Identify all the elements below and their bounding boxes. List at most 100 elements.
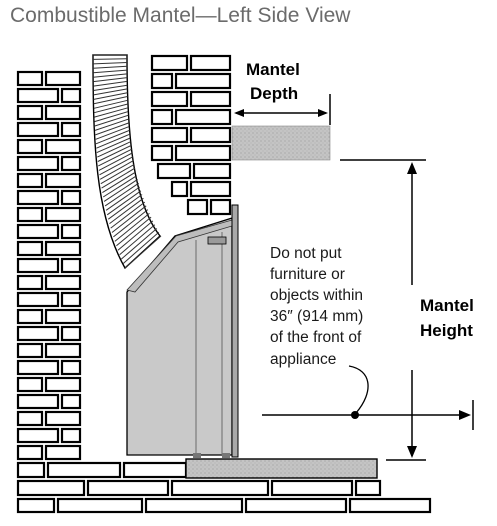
brick	[60, 257, 82, 274]
vent-pipe-rib	[98, 152, 133, 171]
brick	[16, 223, 60, 240]
brick	[174, 72, 232, 90]
brick	[60, 427, 82, 444]
vent-pipe-rib	[97, 145, 132, 162]
brick	[44, 342, 82, 359]
brick	[189, 126, 232, 144]
mantel-height-label-line2: Height	[420, 321, 473, 340]
vent-pipe-rib	[93, 69, 128, 74]
brick	[44, 444, 82, 461]
brick	[189, 180, 232, 198]
vent-pipe-rib	[113, 209, 149, 238]
clearance-note: Do not put furniture or objects within 3…	[270, 245, 363, 368]
brick	[44, 410, 82, 427]
brick	[16, 104, 44, 121]
brick	[86, 479, 170, 497]
vent-pipe-rib	[102, 171, 137, 194]
brick	[16, 342, 44, 359]
vent-pipe-rib	[96, 133, 130, 149]
brick	[244, 497, 348, 514]
brick	[150, 72, 174, 90]
brick	[16, 410, 44, 427]
brick	[16, 87, 60, 104]
vent-pipe-rib	[93, 88, 128, 96]
brick	[16, 291, 60, 308]
vent-pipe-rib	[117, 220, 154, 251]
brick	[354, 479, 382, 497]
brick	[16, 121, 60, 138]
vent-pipe-rib	[95, 126, 130, 140]
vent-pipe-rib	[124, 235, 162, 269]
brick	[44, 172, 82, 189]
brick	[16, 240, 44, 257]
vent-pipe-rib	[92, 58, 128, 60]
brick	[16, 427, 60, 444]
brick	[16, 189, 60, 206]
mantel-height-label-line1: Mantel	[420, 296, 474, 315]
brick	[60, 325, 82, 342]
vent-pipe-rib	[94, 111, 129, 123]
brick	[60, 393, 82, 410]
brick	[16, 155, 60, 172]
brick	[44, 138, 82, 155]
brick	[150, 126, 189, 144]
brick	[16, 393, 60, 410]
mantel-shelf	[231, 125, 331, 161]
brick	[144, 497, 244, 514]
brick	[16, 172, 44, 189]
note-leader-line	[348, 365, 369, 414]
vent-pipe-rib	[97, 141, 131, 158]
brick	[150, 54, 189, 72]
brick	[56, 497, 144, 514]
note-line-1: Do not put	[270, 245, 342, 262]
vent-pipe-rib	[114, 213, 150, 242]
brick	[16, 325, 60, 342]
brick	[189, 54, 232, 72]
mantel-depth-label-line2: Depth	[250, 84, 298, 103]
vent-pipe-rib	[105, 186, 140, 211]
brick	[60, 155, 82, 172]
vent-pipe-rib	[93, 73, 128, 78]
brick	[44, 308, 82, 325]
vent-pipe-rib	[94, 118, 129, 131]
vent-pipe	[92, 54, 162, 270]
note-line-2: furniture or	[270, 266, 345, 283]
vent-pipe-rib	[122, 231, 160, 264]
brick	[150, 144, 174, 162]
brick	[60, 359, 82, 376]
vent-pipe-rib	[102, 175, 137, 198]
brick	[60, 291, 82, 308]
brick	[60, 223, 82, 240]
brick	[192, 162, 232, 180]
vent-pipe-rib	[98, 148, 132, 167]
brick	[348, 497, 432, 514]
vent-pipe-rib	[106, 190, 142, 216]
brick	[16, 497, 56, 514]
vent-pipe-rib	[116, 216, 152, 247]
brick	[170, 479, 270, 497]
brick	[44, 206, 82, 223]
brick	[186, 198, 209, 216]
page-title: Combustible Mantel—Left Side View	[10, 4, 351, 27]
brick	[16, 206, 44, 223]
brick	[44, 70, 82, 87]
vent-pipe-rib	[108, 194, 143, 220]
vent-pipe-rib	[99, 156, 134, 176]
vent-pipe-rib	[93, 65, 128, 69]
brick	[46, 461, 122, 479]
note-line-3: objects within	[270, 287, 363, 304]
mantel-depth-dimension	[234, 94, 331, 125]
brick	[16, 257, 60, 274]
brick	[60, 121, 82, 138]
vent-pipe-rib	[93, 92, 128, 100]
vent-pipe-rib	[93, 84, 128, 91]
brick	[270, 479, 354, 497]
vent-pipe-rib	[99, 160, 134, 180]
vent-pipe-rib	[101, 167, 136, 189]
vent-pipe-rib	[94, 114, 129, 127]
brick	[189, 90, 232, 108]
brick	[16, 444, 44, 461]
note-line-6: appliance	[270, 351, 336, 368]
vent-pipe-rib	[93, 80, 128, 87]
brick	[16, 479, 86, 497]
